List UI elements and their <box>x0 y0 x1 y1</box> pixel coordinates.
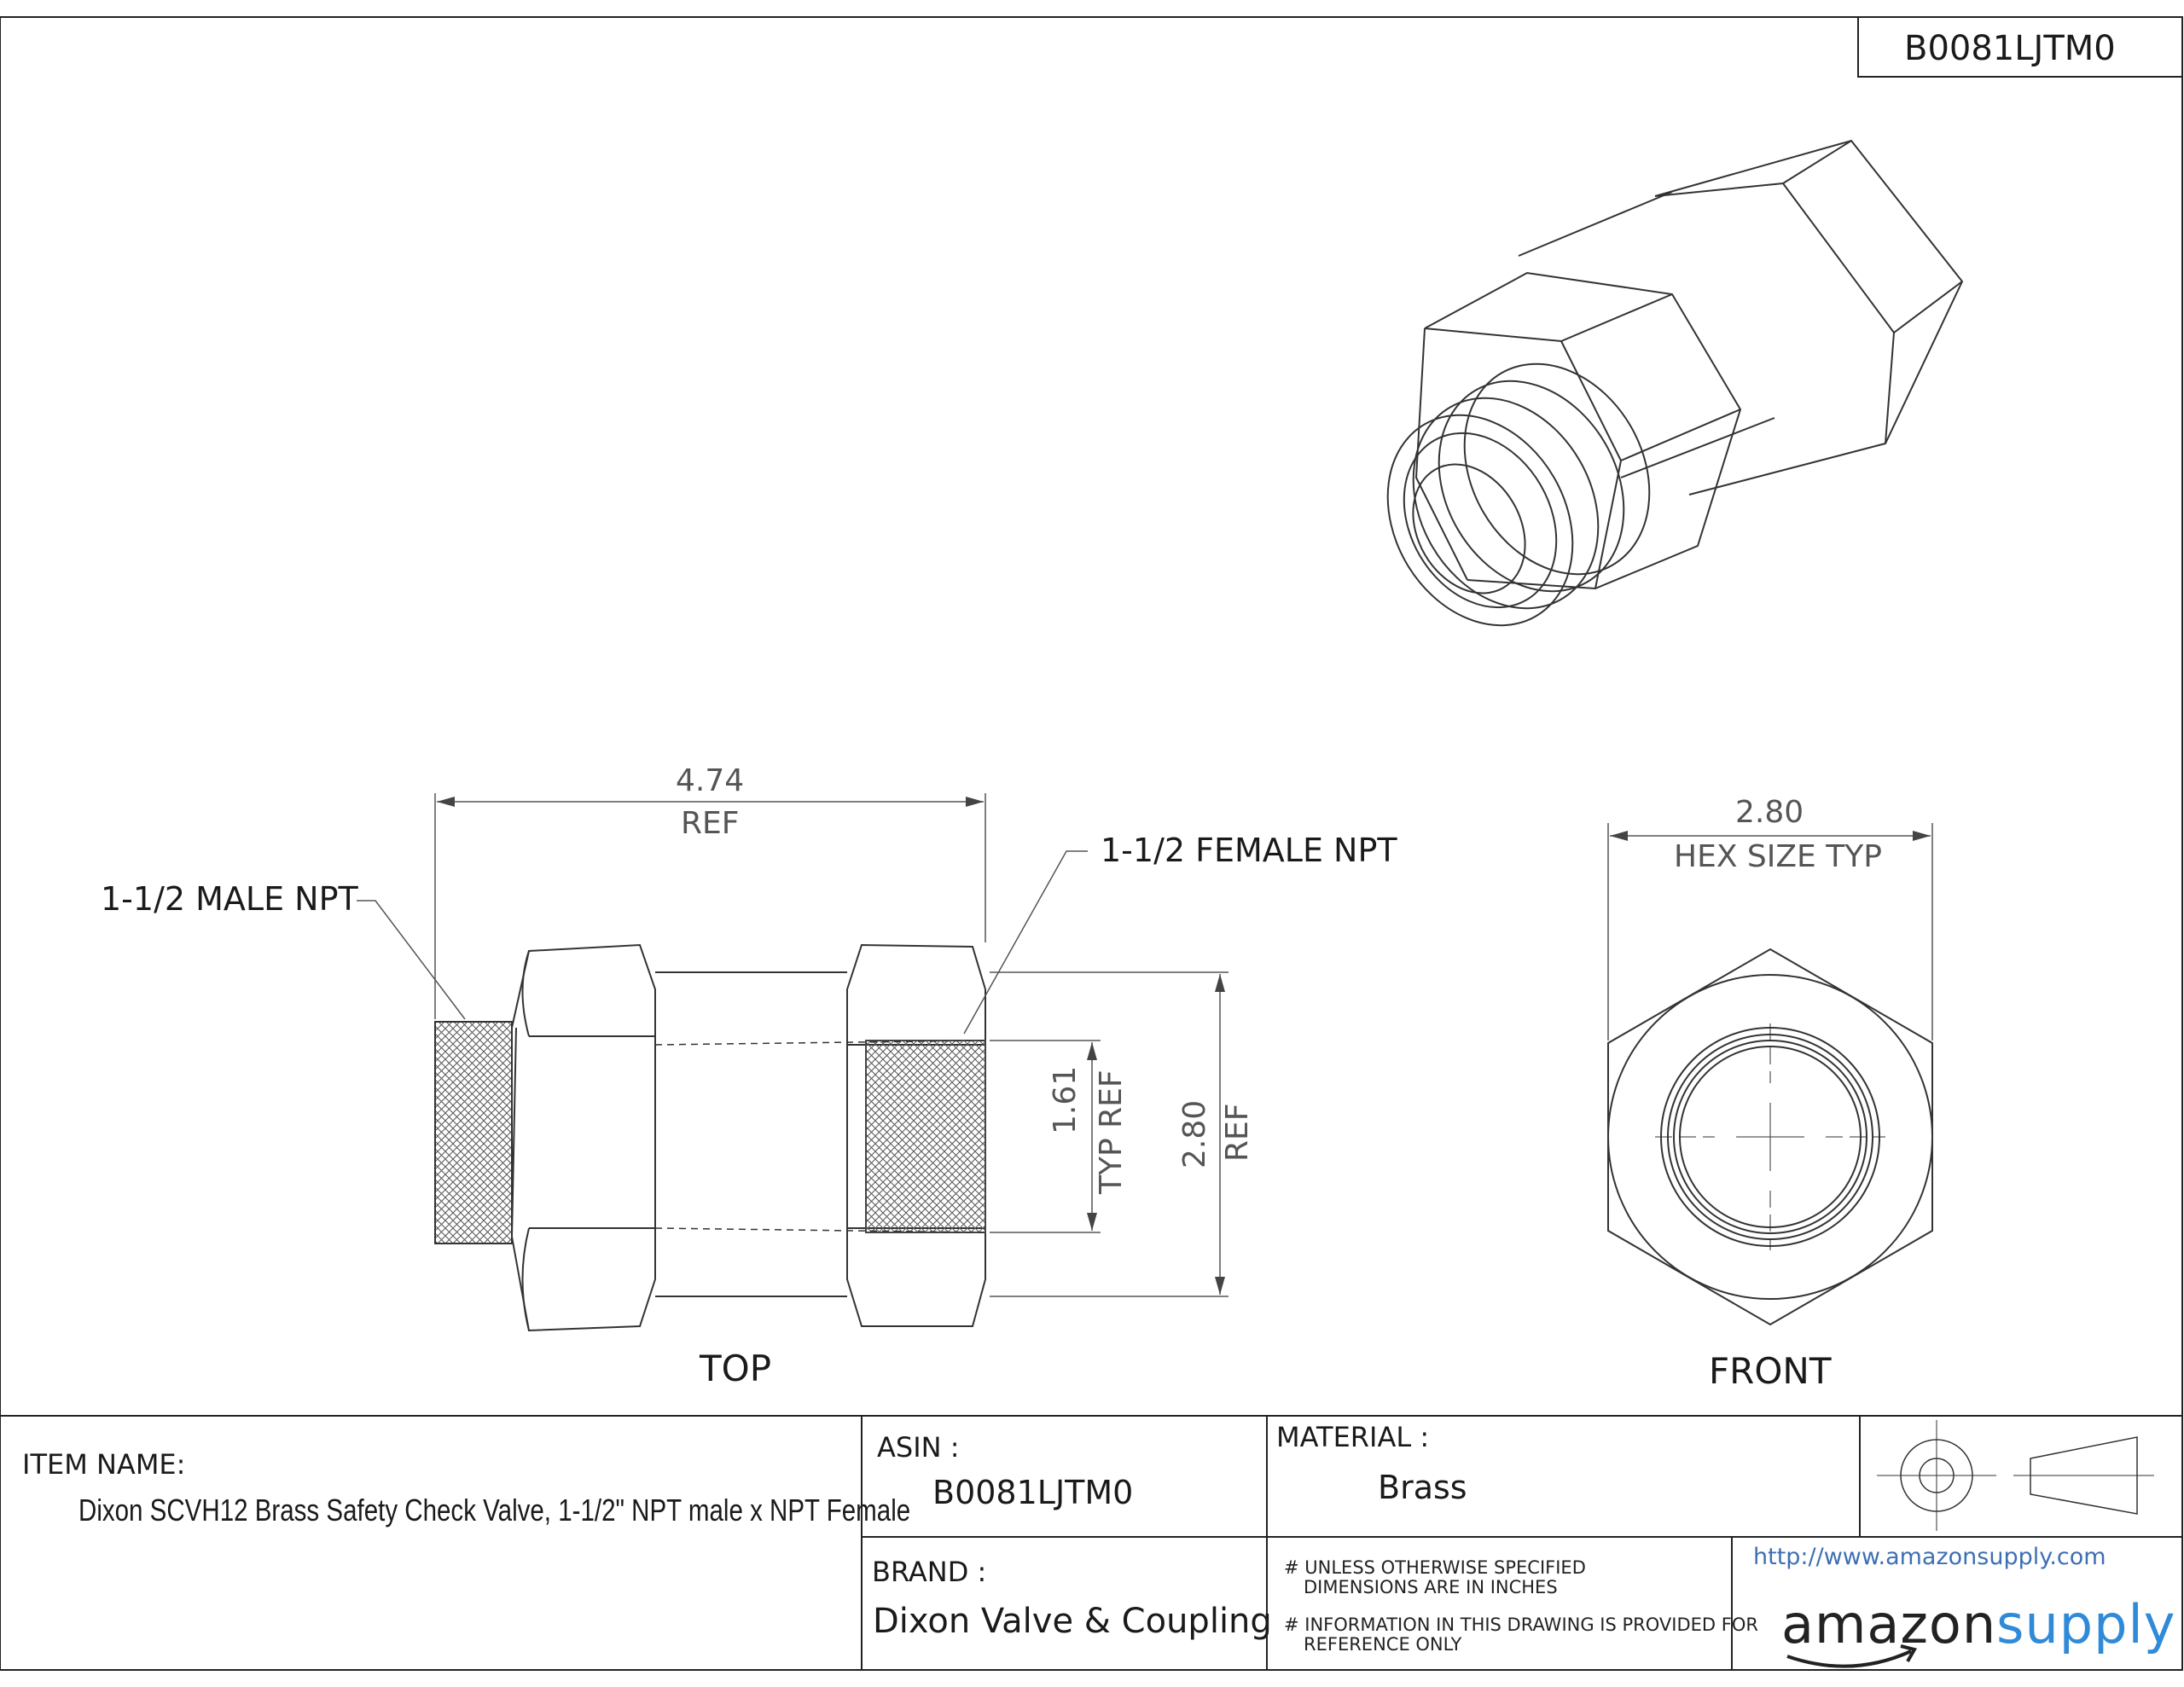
callout-female-npt: 1-1/2 FEMALE NPT <box>1101 832 1397 869</box>
logo-amazon: amazon <box>1781 1593 1997 1655</box>
item-name-label: ITEM NAME: <box>22 1448 186 1481</box>
top-dims <box>357 793 1228 1297</box>
amazonsupply-link[interactable]: http://www.amazonsupply.com <box>1753 1544 2106 1570</box>
dim-hex-height: 2.80 <box>1177 1099 1212 1168</box>
view-label-top: TOP <box>700 1348 772 1389</box>
sheet-border <box>0 16 2183 1671</box>
dim-overall-length-note: REF <box>681 806 740 841</box>
note-units-line2: DIMENSIONS ARE IN INCHES <box>1304 1577 1558 1597</box>
brand-value: Dixon Valve & Coupling <box>873 1602 1272 1641</box>
top-view <box>434 943 986 1332</box>
dim-hex-height-note: REF <box>1220 1103 1255 1162</box>
front-view <box>1607 948 1933 1326</box>
title-block <box>0 1415 2182 1670</box>
amazon-smile-icon <box>1786 1649 1912 1668</box>
note-reference-line2: REFERENCE ONLY <box>1304 1634 1462 1655</box>
part-code: B0081LJTM0 <box>1904 29 2116 68</box>
asin-label: ASIN : <box>877 1431 960 1464</box>
view-label-front: FRONT <box>1709 1350 1832 1392</box>
amazon-logo-text: amazonsupply <box>1781 1593 2175 1655</box>
callout-male-npt: 1-1/2 MALE NPT <box>101 880 358 918</box>
material-label: MATERIAL : <box>1276 1421 1430 1453</box>
logo-supply: supply <box>1996 1593 2176 1655</box>
part-code-box <box>1857 16 2183 78</box>
note-reference-line1: # INFORMATION IN THIS DRAWING IS PROVIDE… <box>1284 1615 1758 1635</box>
brand-label: BRAND : <box>872 1556 987 1588</box>
front-dims <box>1607 823 1933 1041</box>
item-name-value: Dixon SCVH12 Brass Safety Check Valve, 1… <box>78 1493 911 1528</box>
dim-overall-length: 4.74 <box>676 763 745 798</box>
dim-hex-size: 2.80 <box>1735 795 1804 830</box>
asin-value: B0081LJTM0 <box>932 1474 1134 1511</box>
projection-symbol <box>1877 1420 2154 1531</box>
dim-thread-dia-note: TYP REF <box>1094 1070 1129 1194</box>
dim-thread-dia: 1.61 <box>1048 1065 1083 1134</box>
dim-hex-size-note: HEX SIZE TYP <box>1674 839 1882 874</box>
iso-view <box>1386 139 1964 627</box>
material-value: Brass <box>1378 1469 1467 1506</box>
note-units-line1: # UNLESS OTHERWISE SPECIFIED <box>1284 1557 1586 1578</box>
